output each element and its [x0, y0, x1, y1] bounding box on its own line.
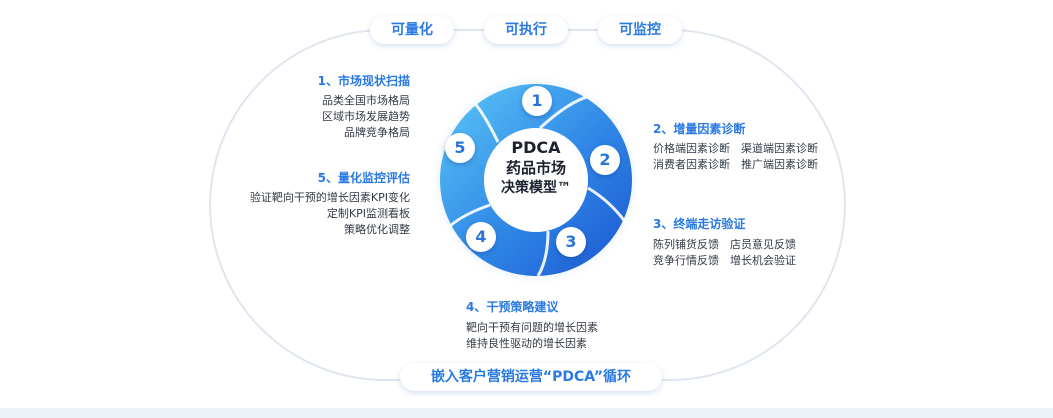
center-line-1: PDCA	[511, 138, 561, 157]
center-line-3: 决策模型™	[501, 180, 571, 196]
ring-separator-1	[538, 94, 591, 130]
step-1-line-2: 区域市场发展趋势	[322, 110, 410, 123]
step-badge-4: 4	[466, 222, 496, 252]
diagram-canvas: 可量化 可执行 可监控 嵌入客户营销运营“PDCA”循环 PDCA 药品市场 决…	[0, 0, 1053, 408]
ring-separator-3	[536, 230, 550, 277]
step-1-line-1: 品类全国市场格局	[322, 94, 410, 107]
bottom-strip	[0, 408, 1053, 418]
step-4-line-2: 维持良性驱动的增长因素	[466, 337, 587, 350]
step-2-title: 2、增量因素诊断	[653, 122, 746, 136]
pill-executable: 可执行	[484, 16, 568, 44]
ring-separator-4	[444, 203, 491, 232]
step-1-line-3: 品牌竞争格局	[344, 126, 410, 139]
ring-separator-2	[587, 186, 630, 227]
step-5-line-3: 策略优化调整	[344, 223, 410, 236]
step-badge-1: 1	[522, 86, 552, 116]
step-3-line-1: 陈列铺货反馈 店员意见反馈	[653, 238, 796, 251]
loop-outline	[209, 29, 846, 381]
step-4-title: 4、干预策略建议	[466, 300, 559, 314]
step-3-line-2: 竞争行情反馈 增长机会验证	[653, 254, 796, 267]
step-5-line-1: 验证靶向干预的增长因素KPI变化	[249, 191, 410, 204]
step-badge-2: 2	[590, 145, 620, 175]
step-2-line-2: 消费者因素诊断 推广端因素诊断	[653, 158, 818, 171]
center-line-2: 药品市场	[505, 159, 566, 177]
center-title: PDCA 药品市场 决策模型™	[488, 138, 584, 198]
pill-quantifiable: 可量化	[370, 16, 454, 44]
ring-separator-5	[468, 96, 500, 143]
pill-monitorable: 可监控	[598, 16, 682, 44]
step-badge-5: 5	[445, 133, 475, 163]
step-badge-3: 3	[556, 227, 586, 257]
step-5-line-2: 定制KPI监测看板	[326, 207, 410, 220]
step-2-line-1: 价格端因素诊断 渠道端因素诊断	[653, 142, 818, 155]
pill-embed-pdca: 嵌入客户营销运营“PDCA”循环	[400, 363, 662, 391]
step-5-title: 5、量化监控评估	[317, 171, 410, 185]
step-3-title: 3、终端走访验证	[653, 217, 746, 231]
step-1-title: 1、市场现状扫描	[317, 74, 410, 88]
center-disc	[484, 128, 588, 232]
step-4-line-1: 靶向干预有问题的增长因素	[466, 321, 598, 334]
